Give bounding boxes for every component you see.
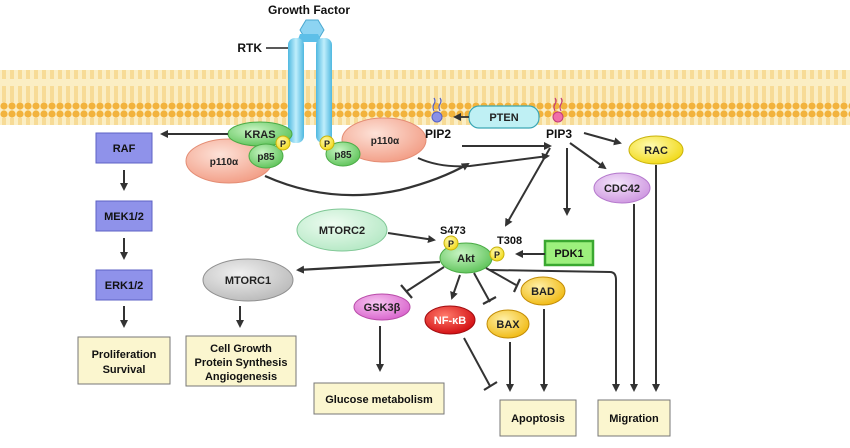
akt-t308-phospho: [489, 246, 505, 262]
phospho-right: [319, 135, 335, 151]
akt-s473-phospho: [443, 235, 459, 251]
p110a-right-node: [341, 117, 427, 163]
erk-label: ERK1/2: [105, 280, 144, 292]
akt-s473-p-label: P: [448, 239, 454, 249]
bax-inhibition-bar: [482, 296, 497, 305]
glucose-label: Glucose metabolism: [325, 394, 433, 406]
p110-right-to-pip3-arrow: [417, 152, 550, 168]
bad-node: [520, 276, 566, 306]
gsk3b-label: GSK3β: [364, 302, 401, 314]
bax-node: [486, 309, 530, 339]
akt-to-mtorc1-arrow: [296, 260, 441, 274]
p85-left-label: p85: [257, 152, 275, 163]
bad-inhibition-bar: [513, 278, 521, 293]
pip2-tail-1: [432, 97, 436, 112]
migration-box: [597, 399, 671, 437]
rac-label: RAC: [644, 145, 668, 157]
rac-node: [628, 135, 684, 165]
akt-inhibits-bax-line: [473, 272, 491, 303]
growth-factor-label: Growth Factor: [268, 3, 350, 17]
mtorc1-node: [202, 258, 294, 302]
akt-inhibits-gsk3b-line: [406, 266, 445, 292]
p85-right-node: [325, 141, 361, 167]
pip2-headgroup: [431, 111, 443, 123]
kras-label: KRAS: [244, 129, 275, 141]
pdk1-box: [543, 239, 595, 267]
apoptosis-inhibition-bar: [483, 381, 498, 391]
phospho-left-label: P: [280, 139, 286, 149]
rtk-label: RTK: [237, 41, 262, 55]
pip2-tail-2: [438, 97, 442, 112]
receptor-binding-site: [297, 34, 322, 42]
cdc42-label: CDC42: [604, 183, 640, 195]
mtorc2-label: MTORC2: [319, 225, 365, 237]
pip3-headgroup: [552, 111, 564, 123]
gsk3b-inhibition-bar: [400, 284, 413, 299]
lipid-bilayer: [0, 70, 850, 125]
pip3-label: PIP3: [546, 127, 572, 141]
proliferation-box: [77, 336, 171, 385]
erk-box: [95, 269, 153, 301]
apoptosis-box: [499, 399, 577, 437]
nfkb-node: [424, 305, 476, 335]
migration-label: Migration: [609, 413, 659, 425]
mek-box: [95, 200, 153, 232]
growth-line3: Angiogenesis: [205, 371, 277, 383]
rtk-left-chain: [288, 38, 304, 143]
pip3-to-rac-arrow: [583, 132, 622, 146]
growth-line1: Cell Growth: [210, 343, 272, 355]
akt-to-nfkb-arrow: [450, 274, 461, 300]
raf-box: [95, 132, 153, 164]
s473-label: S473: [440, 225, 466, 237]
apoptosis-label: Apoptosis: [511, 413, 565, 425]
glucose-metabolism-box: [313, 382, 445, 415]
akt-label: Akt: [457, 253, 475, 265]
p110-left-to-pip-arrow: [264, 163, 470, 197]
gsk3b-node: [353, 293, 411, 321]
mek-label: MEK1/2: [104, 211, 144, 223]
pip3-tail-2: [559, 97, 563, 112]
cdc42-node: [593, 172, 651, 204]
phospho-right-label: P: [324, 139, 330, 149]
proliferation-line1: Proliferation: [92, 349, 157, 361]
cell-growth-box: [185, 335, 297, 387]
akt-to-migration-arrow: [489, 269, 620, 392]
bad-label: BAD: [531, 286, 555, 298]
pip3-to-cdc42-arrow: [569, 142, 607, 170]
growth-line2: Protein Synthesis: [195, 357, 288, 369]
pip3-to-akt-arrow: [505, 147, 551, 227]
pip3-tail-1: [553, 97, 557, 112]
nfkb-label: NF-κB: [434, 315, 466, 327]
pip2-label: PIP2: [425, 127, 451, 141]
proliferation-line2: Survival: [103, 364, 146, 376]
raf-label: RAF: [113, 143, 136, 155]
nfkb-inhibits-apoptosis-line: [463, 337, 491, 387]
p85-right-label: p85: [334, 150, 352, 161]
akt-t308-p-label: P: [494, 250, 500, 260]
pdk1-label: PDK1: [554, 248, 583, 260]
mtorc1-label: MTORC1: [225, 275, 271, 287]
pten-label: PTEN: [489, 112, 518, 124]
rtk-right-chain: [316, 38, 332, 143]
t308-label: T308: [497, 235, 522, 247]
mtorc2-node: [296, 208, 388, 252]
phospho-left: [275, 135, 291, 151]
p110a-left-label: p110α: [210, 157, 239, 168]
p110a-right-label: p110α: [371, 136, 400, 147]
bax-label: BAX: [496, 319, 520, 331]
p85-left-node: [248, 143, 284, 169]
mtorc2-to-akt-arrow: [387, 232, 436, 244]
